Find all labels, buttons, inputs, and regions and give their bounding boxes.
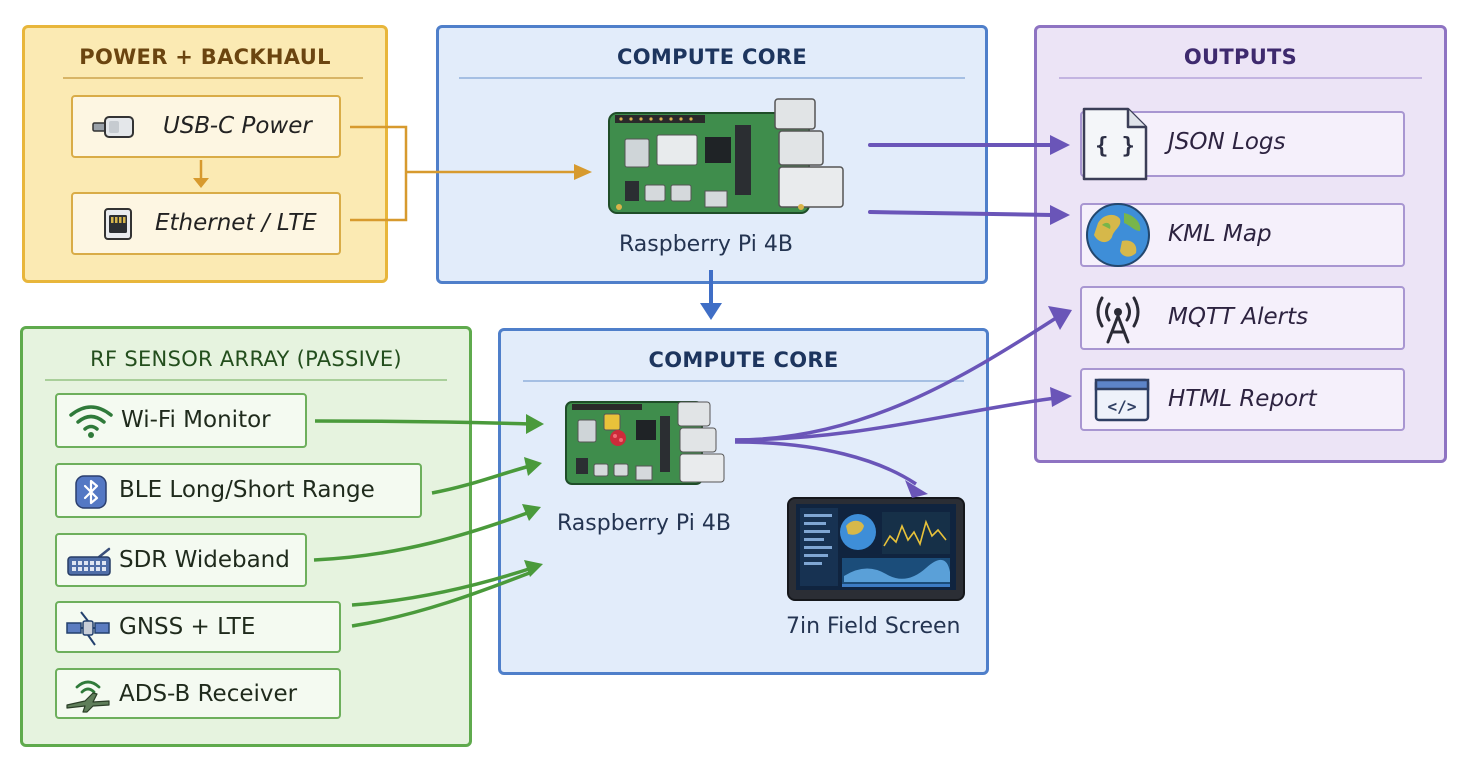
svg-text:</>: </> — [1108, 397, 1137, 416]
ethernet-port-icon — [104, 208, 132, 240]
usb-c-plug-icon — [92, 116, 134, 138]
ble-range-label: BLE Long/Short Range — [119, 477, 375, 503]
svg-text:{ }: { } — [1095, 134, 1135, 159]
ethernet-lte-item: Ethernet / LTE — [71, 192, 341, 255]
ble-range-item: BLE Long/Short Range — [55, 463, 422, 518]
raspberry-pi-board-icon — [565, 401, 725, 485]
wifi-icon — [69, 405, 113, 438]
html-report-item: </> HTML Report — [1080, 368, 1405, 431]
json-logs-item: { } JSON Logs — [1080, 107, 1405, 181]
wifi-monitor-item: Wi-Fi Monitor — [55, 393, 307, 448]
mqtt-alerts-label: MQTT Alerts — [1168, 304, 1309, 330]
bluetooth-icon — [75, 475, 107, 509]
usb-c-power-item: USB-C Power — [71, 95, 341, 158]
kml-map-item: KML Map — [1080, 203, 1405, 267]
kml-map-label: KML Map — [1168, 221, 1272, 247]
power-panel-title: POWER + BACKHAUL — [79, 45, 331, 69]
field-screen-icon — [787, 497, 965, 601]
html-report-label: HTML Report — [1168, 386, 1317, 412]
wifi-monitor-label: Wi-Fi Monitor — [121, 407, 271, 433]
power-feed-connector — [193, 125, 592, 222]
raspberry-pi-board-icon — [608, 98, 844, 214]
compute-core-bottom-title: COMPUTE CORE — [648, 348, 839, 372]
globe-icon — [1086, 203, 1150, 267]
gnss-lte-label: GNSS + LTE — [119, 614, 256, 640]
compute-core-bottom-divider — [523, 380, 964, 382]
satellite-icon — [66, 611, 110, 646]
ethernet-lte-label: Ethernet / LTE — [155, 210, 317, 236]
top-compute-output-arrows — [868, 135, 1070, 225]
gnss-lte-item: GNSS + LTE — [55, 601, 341, 653]
json-file-icon: { } — [1082, 107, 1148, 181]
mqtt-alerts-item: MQTT Alerts — [1080, 286, 1405, 350]
compute-bottom-board-caption: Raspberry Pi 4B — [557, 511, 731, 536]
compute-link-arrow — [700, 270, 722, 320]
compute-core-top-divider — [459, 77, 965, 79]
adsb-receiver-item: ADS-B Receiver — [55, 668, 341, 719]
rf-sensor-feed-arrows — [313, 414, 544, 628]
bottom-compute-output-arrows — [734, 306, 1072, 498]
adsb-antenna-icon — [66, 680, 110, 713]
sdr-radio-icon — [67, 547, 111, 576]
compute-core-top-title: COMPUTE CORE — [617, 45, 807, 69]
adsb-receiver-label: ADS-B Receiver — [119, 681, 298, 707]
broadcast-tower-icon — [1096, 296, 1140, 344]
rf-panel-title: RF SENSOR ARRAY (PASSIVE) — [90, 347, 402, 371]
outputs-title-divider — [1059, 77, 1422, 79]
usb-c-power-label: USB-C Power — [163, 113, 312, 139]
compute-top-board-caption: Raspberry Pi 4B — [619, 232, 793, 257]
rf-title-divider — [45, 379, 447, 381]
json-logs-label: JSON Logs — [1168, 129, 1286, 155]
outputs-panel-title: OUTPUTS — [1183, 45, 1298, 69]
sdr-wideband-label: SDR Wideband — [119, 547, 290, 573]
power-title-divider — [63, 77, 363, 79]
html-code-icon: </> — [1094, 378, 1150, 422]
field-screen-caption: 7in Field Screen — [786, 614, 961, 639]
sdr-wideband-item: SDR Wideband — [55, 533, 307, 587]
